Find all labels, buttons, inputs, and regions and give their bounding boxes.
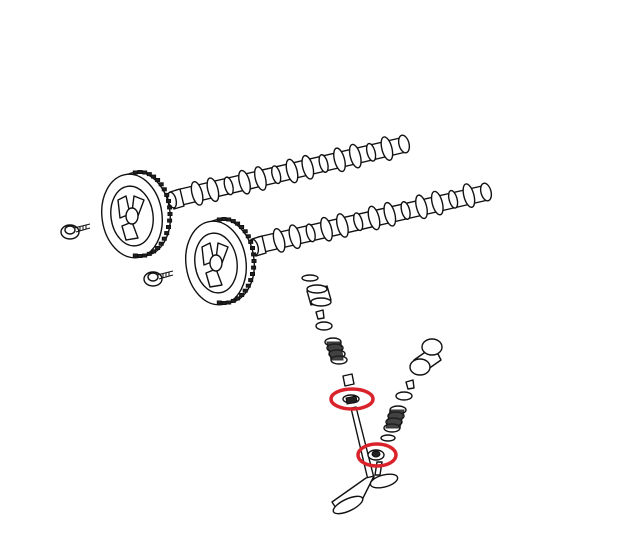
left-valve-stack — [301, 274, 375, 515]
cam-lobe — [383, 201, 397, 227]
sprocket-tooth — [248, 278, 254, 283]
cam-lobe — [333, 147, 346, 173]
upper-camshaft — [166, 134, 411, 210]
sprocket-tooth — [251, 265, 257, 270]
sprocket-tooth — [216, 217, 222, 222]
sprocket-tooth — [155, 178, 161, 182]
cam-lobe — [272, 228, 286, 253]
sprocket-tooth — [235, 221, 241, 226]
sprocket-tooth — [158, 182, 164, 187]
valve-spring — [324, 337, 348, 365]
cam-lobe — [206, 177, 220, 203]
valve-head-right — [369, 473, 399, 489]
cam-lobe — [288, 224, 302, 250]
cam-lobe — [253, 166, 267, 191]
sprocket-tooth — [161, 236, 167, 241]
sprocket-tooth — [158, 241, 164, 246]
sprocket-tooth — [155, 246, 161, 250]
highlight-ring-stem-seal — [329, 387, 375, 411]
sprocket-tooth — [166, 199, 171, 203]
sprocket-tooth — [167, 218, 173, 223]
sprocket-tooth — [146, 251, 152, 256]
sprocket-bolt-lower — [143, 270, 174, 287]
sprocket-tooth — [242, 288, 248, 293]
sprocket-tooth — [239, 225, 245, 229]
right-valve-stack — [367, 338, 443, 489]
sprocket-tooth — [132, 170, 138, 175]
sprocket-tooth — [221, 301, 227, 305]
sprocket-tooth — [226, 217, 232, 222]
sprocket-tooth — [142, 253, 148, 258]
sprocket-tooth — [230, 219, 236, 224]
cam-lobe — [348, 143, 362, 169]
sprocket-tooth — [151, 174, 157, 179]
sprocket-tooth — [221, 217, 227, 221]
sprocket-tooth — [216, 300, 222, 305]
cam-lobe — [238, 169, 251, 195]
cam-lobe — [335, 213, 349, 238]
sprocket-tooth — [166, 225, 171, 229]
cam-lobe — [430, 190, 444, 216]
sprocket-tooth — [239, 293, 245, 297]
sprocket-tooth — [137, 170, 143, 174]
cam-lobe — [352, 212, 364, 232]
cam-lobe — [365, 142, 377, 162]
sprocket-tooth — [235, 296, 241, 301]
highlight-ring-valve-guide — [356, 442, 398, 468]
sprocket-tooth — [132, 253, 138, 258]
upper-camshaft-sprocket — [101, 170, 173, 259]
highlight-markers — [329, 387, 398, 468]
cam-lobe — [318, 154, 329, 173]
cam-lobe — [380, 136, 394, 161]
spring-retainer — [315, 321, 333, 331]
sprocket-tooth — [245, 234, 251, 239]
cam-lobe — [190, 181, 204, 206]
sprocket-tooth — [137, 254, 143, 258]
cam-lobe — [320, 216, 333, 242]
valve-head — [332, 495, 364, 515]
sprocket-tooth — [248, 239, 254, 244]
valve-shim — [301, 274, 319, 282]
cam-lobe — [415, 194, 428, 220]
lower-camshaft-sprocket — [185, 217, 257, 306]
sprocket-tooth — [251, 259, 257, 263]
sprocket-tooth — [151, 249, 157, 254]
sprocket-tooth — [250, 246, 255, 250]
cam-lobe — [223, 176, 234, 196]
valve-spring-right — [383, 405, 407, 433]
cam-lobe — [447, 189, 459, 209]
cam-lobe — [270, 165, 282, 185]
lower-camshaft — [248, 182, 493, 257]
valve-keepers — [315, 309, 325, 320]
sprocket-tooth — [142, 170, 148, 175]
sprocket-tooth — [226, 300, 232, 305]
sprocket-tooth — [164, 231, 170, 236]
cam-lobe — [400, 201, 411, 220]
sprocket-tooth — [245, 283, 251, 288]
sprocket-tooth — [242, 229, 248, 234]
cam-lobe — [367, 205, 381, 231]
cam-lobe — [462, 183, 476, 208]
sprocket-tooth — [167, 212, 173, 216]
sprocket-bolt-upper — [60, 223, 91, 240]
sprocket-tooth — [146, 172, 152, 177]
sprocket-tooth — [164, 192, 170, 197]
cam-lobe — [301, 154, 315, 180]
cam-lobe — [285, 158, 299, 184]
sprocket-tooth — [230, 298, 236, 303]
sprocket-tooth — [251, 252, 257, 257]
cam-lobe — [305, 223, 316, 243]
sprocket-tooth — [167, 205, 173, 210]
sprocket-tooth — [250, 272, 255, 276]
sprocket-tooth — [161, 187, 167, 192]
